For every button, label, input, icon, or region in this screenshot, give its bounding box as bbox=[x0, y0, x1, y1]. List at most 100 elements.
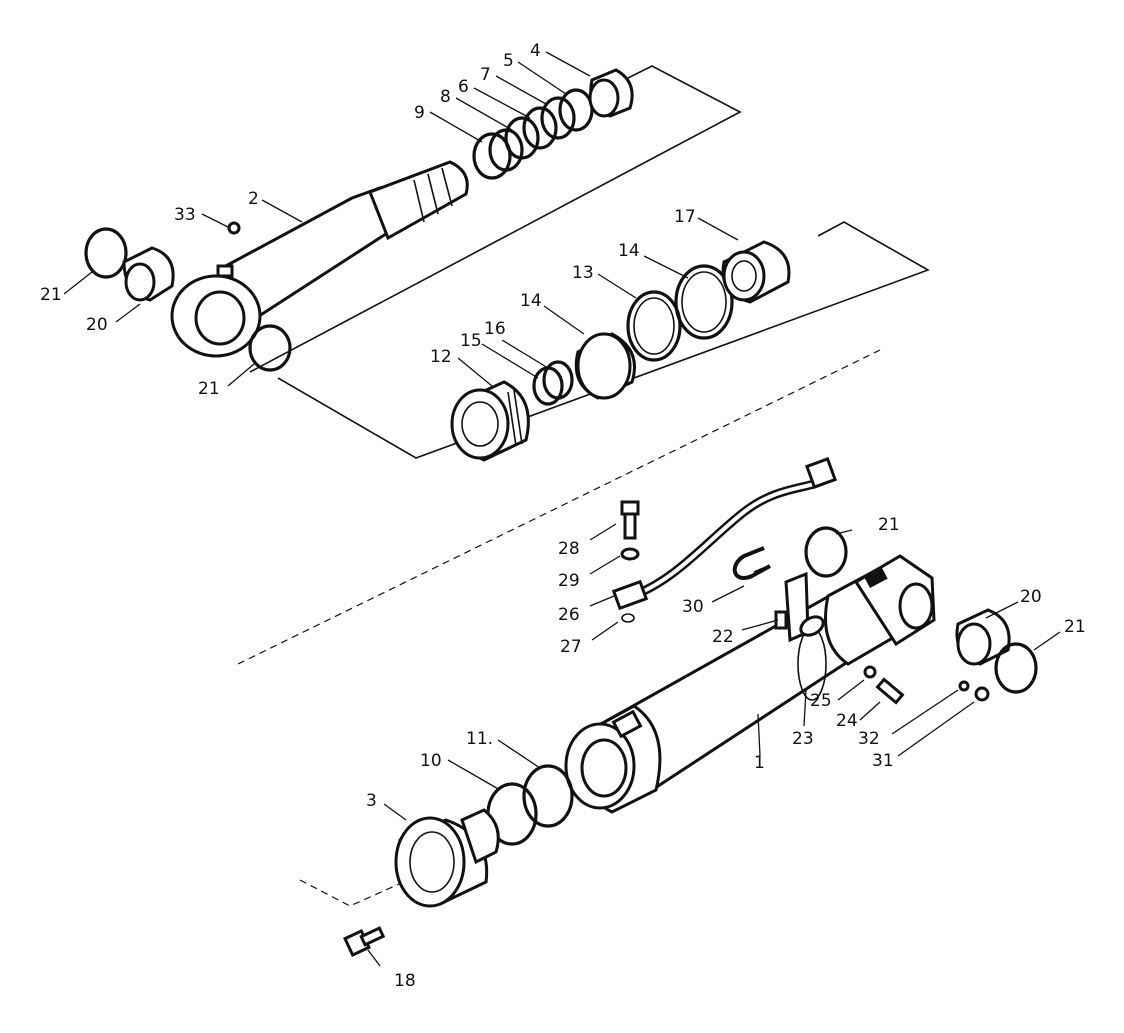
callout-3: 3 bbox=[366, 791, 377, 811]
rod-seal-group bbox=[472, 68, 634, 180]
callout-9: 9 bbox=[414, 103, 425, 123]
callout-14: 14 bbox=[520, 291, 542, 311]
leader-4 bbox=[545, 51, 591, 77]
seal-13-inner bbox=[633, 297, 675, 355]
callout-21: 21 bbox=[198, 379, 220, 399]
o-ring-27 bbox=[621, 613, 635, 623]
leader-2 bbox=[261, 199, 303, 223]
piston-rod bbox=[170, 160, 469, 358]
seal-21-tube-top bbox=[804, 526, 848, 578]
callout-15: 15 bbox=[460, 331, 482, 351]
leader-21c bbox=[835, 529, 853, 535]
seal-13 bbox=[626, 290, 682, 362]
head-cover-group bbox=[343, 764, 574, 957]
thread-line bbox=[413, 179, 425, 223]
clevis-plate bbox=[864, 568, 888, 588]
grease-boss bbox=[216, 264, 234, 278]
leader-3 bbox=[383, 803, 407, 821]
callout-25: 25 bbox=[810, 691, 832, 711]
leader-30 bbox=[711, 585, 745, 603]
leader-24 bbox=[859, 701, 881, 721]
washer-25 bbox=[863, 665, 877, 679]
leader-lines bbox=[63, 51, 1061, 967]
head-cover-bore bbox=[409, 831, 455, 893]
tube-port-block bbox=[611, 709, 643, 739]
wear-ring-14-upper bbox=[674, 264, 734, 340]
leader-10 bbox=[447, 759, 501, 791]
leader-25 bbox=[837, 679, 865, 701]
leader-15 bbox=[481, 343, 539, 379]
rod-eye-bore bbox=[194, 290, 246, 346]
callout-12: 12 bbox=[430, 347, 452, 367]
nut-17-bore bbox=[731, 260, 757, 292]
u-bolt-30 bbox=[732, 546, 771, 580]
callout-6: 6 bbox=[458, 77, 469, 97]
leader-14a bbox=[643, 255, 689, 279]
leader-1 bbox=[757, 713, 761, 757]
callout-21: 21 bbox=[40, 285, 62, 305]
leader-17 bbox=[697, 217, 739, 241]
leader-27 bbox=[591, 621, 619, 641]
leader-32 bbox=[891, 689, 959, 735]
assembly-lines bbox=[237, 65, 930, 907]
flange-block-end bbox=[804, 456, 838, 490]
tube-end-parts bbox=[804, 526, 1038, 694]
piston-12-bore bbox=[461, 401, 499, 447]
wear-ring-14-upper-inner bbox=[681, 271, 727, 333]
bolt-28-head bbox=[620, 500, 640, 516]
callout-1: 1 bbox=[754, 753, 765, 773]
callout-23: 23 bbox=[792, 729, 814, 749]
seal-9 bbox=[472, 132, 512, 180]
piston-groove bbox=[507, 391, 517, 447]
callout-29: 29 bbox=[558, 571, 580, 591]
grease-nipple-33 bbox=[227, 221, 241, 235]
callout-8: 8 bbox=[440, 87, 451, 107]
leader-13 bbox=[597, 273, 637, 299]
thread-line bbox=[441, 167, 453, 207]
ring-16 bbox=[542, 360, 574, 400]
callout-2: 2 bbox=[248, 189, 259, 209]
callout-7: 7 bbox=[480, 65, 491, 85]
bushing-4-face bbox=[588, 78, 620, 118]
leader-16 bbox=[501, 339, 549, 369]
callout-16: 16 bbox=[484, 319, 506, 339]
bolt-28-shank bbox=[623, 512, 637, 540]
callout-24: 24 bbox=[836, 711, 858, 731]
seal-21-lower-left bbox=[248, 324, 292, 372]
rod-eye-parts bbox=[84, 227, 292, 372]
clevis-bore bbox=[898, 582, 934, 630]
leader-28 bbox=[589, 523, 617, 541]
leader-5 bbox=[517, 61, 567, 95]
callout-28: 28 bbox=[558, 539, 580, 559]
callout-4: 4 bbox=[530, 41, 541, 61]
washer-29 bbox=[620, 547, 640, 561]
bracket-upper bbox=[249, 65, 742, 373]
callout-31: 31 bbox=[872, 751, 894, 771]
callout-30: 30 bbox=[682, 597, 704, 617]
leader-18 bbox=[367, 949, 381, 967]
pipe-assembly bbox=[611, 456, 838, 623]
ring-11 bbox=[522, 764, 574, 828]
bracket-bolt bbox=[799, 615, 825, 637]
pipe-26-inner bbox=[631, 476, 828, 598]
flange-block-26 bbox=[611, 579, 649, 611]
thread-line bbox=[427, 173, 439, 215]
callout-5: 5 bbox=[503, 51, 514, 71]
callout-27: 27 bbox=[560, 637, 582, 657]
bracket-lower bbox=[277, 221, 930, 459]
nut-17-face bbox=[722, 250, 766, 302]
leader-9 bbox=[429, 111, 483, 143]
leader-22 bbox=[741, 619, 779, 631]
washer-32 bbox=[958, 680, 970, 692]
seal-21-tube-right bbox=[994, 642, 1038, 694]
small-fasteners bbox=[863, 665, 990, 705]
leader-20b bbox=[985, 601, 1019, 619]
callout-18: 18 bbox=[394, 971, 416, 991]
u-bolt-thread bbox=[753, 565, 769, 573]
piston-group bbox=[450, 240, 791, 462]
callout-21: 21 bbox=[1064, 617, 1086, 637]
leader-12 bbox=[457, 357, 493, 387]
piston-12-face bbox=[450, 388, 510, 460]
